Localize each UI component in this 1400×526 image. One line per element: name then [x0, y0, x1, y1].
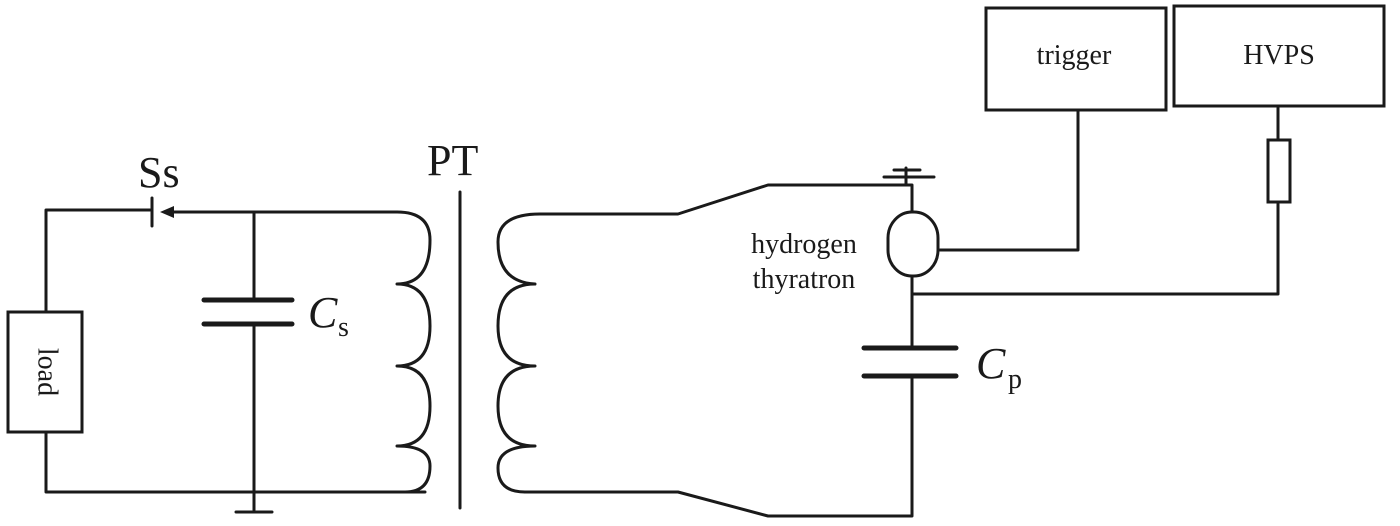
switch-arrow-head	[160, 206, 174, 218]
wire-primary-top	[538, 183, 914, 216]
wire-hvps	[910, 202, 1280, 296]
secondary-coil	[395, 210, 432, 494]
cp-label: C	[976, 339, 1006, 388]
wire-primary-bottom	[523, 374, 914, 518]
trigger-box	[984, 6, 1168, 112]
trigger-label: trigger	[1037, 40, 1112, 71]
cs-subscript: s	[338, 312, 349, 343]
hydrogen-thyratron	[886, 210, 940, 278]
load-label: load	[32, 348, 63, 396]
hvps-box	[1172, 4, 1386, 108]
wire-load-top	[44, 208, 152, 314]
hvps-label: HVPS	[1243, 40, 1315, 71]
switch-label: Ss	[138, 148, 180, 197]
wire-trigger	[938, 108, 1080, 252]
cs-label: C	[308, 288, 338, 337]
wire-load-bottom	[44, 430, 427, 494]
resistor	[1266, 138, 1292, 204]
cp-subscript: p	[1008, 364, 1022, 395]
thyratron-label-line2: thyratron	[753, 264, 856, 295]
primary-coil	[496, 212, 542, 494]
thyratron-label-line1: hydrogen	[751, 229, 857, 260]
transformer-label: PT	[427, 136, 478, 185]
load-box	[6, 310, 84, 434]
